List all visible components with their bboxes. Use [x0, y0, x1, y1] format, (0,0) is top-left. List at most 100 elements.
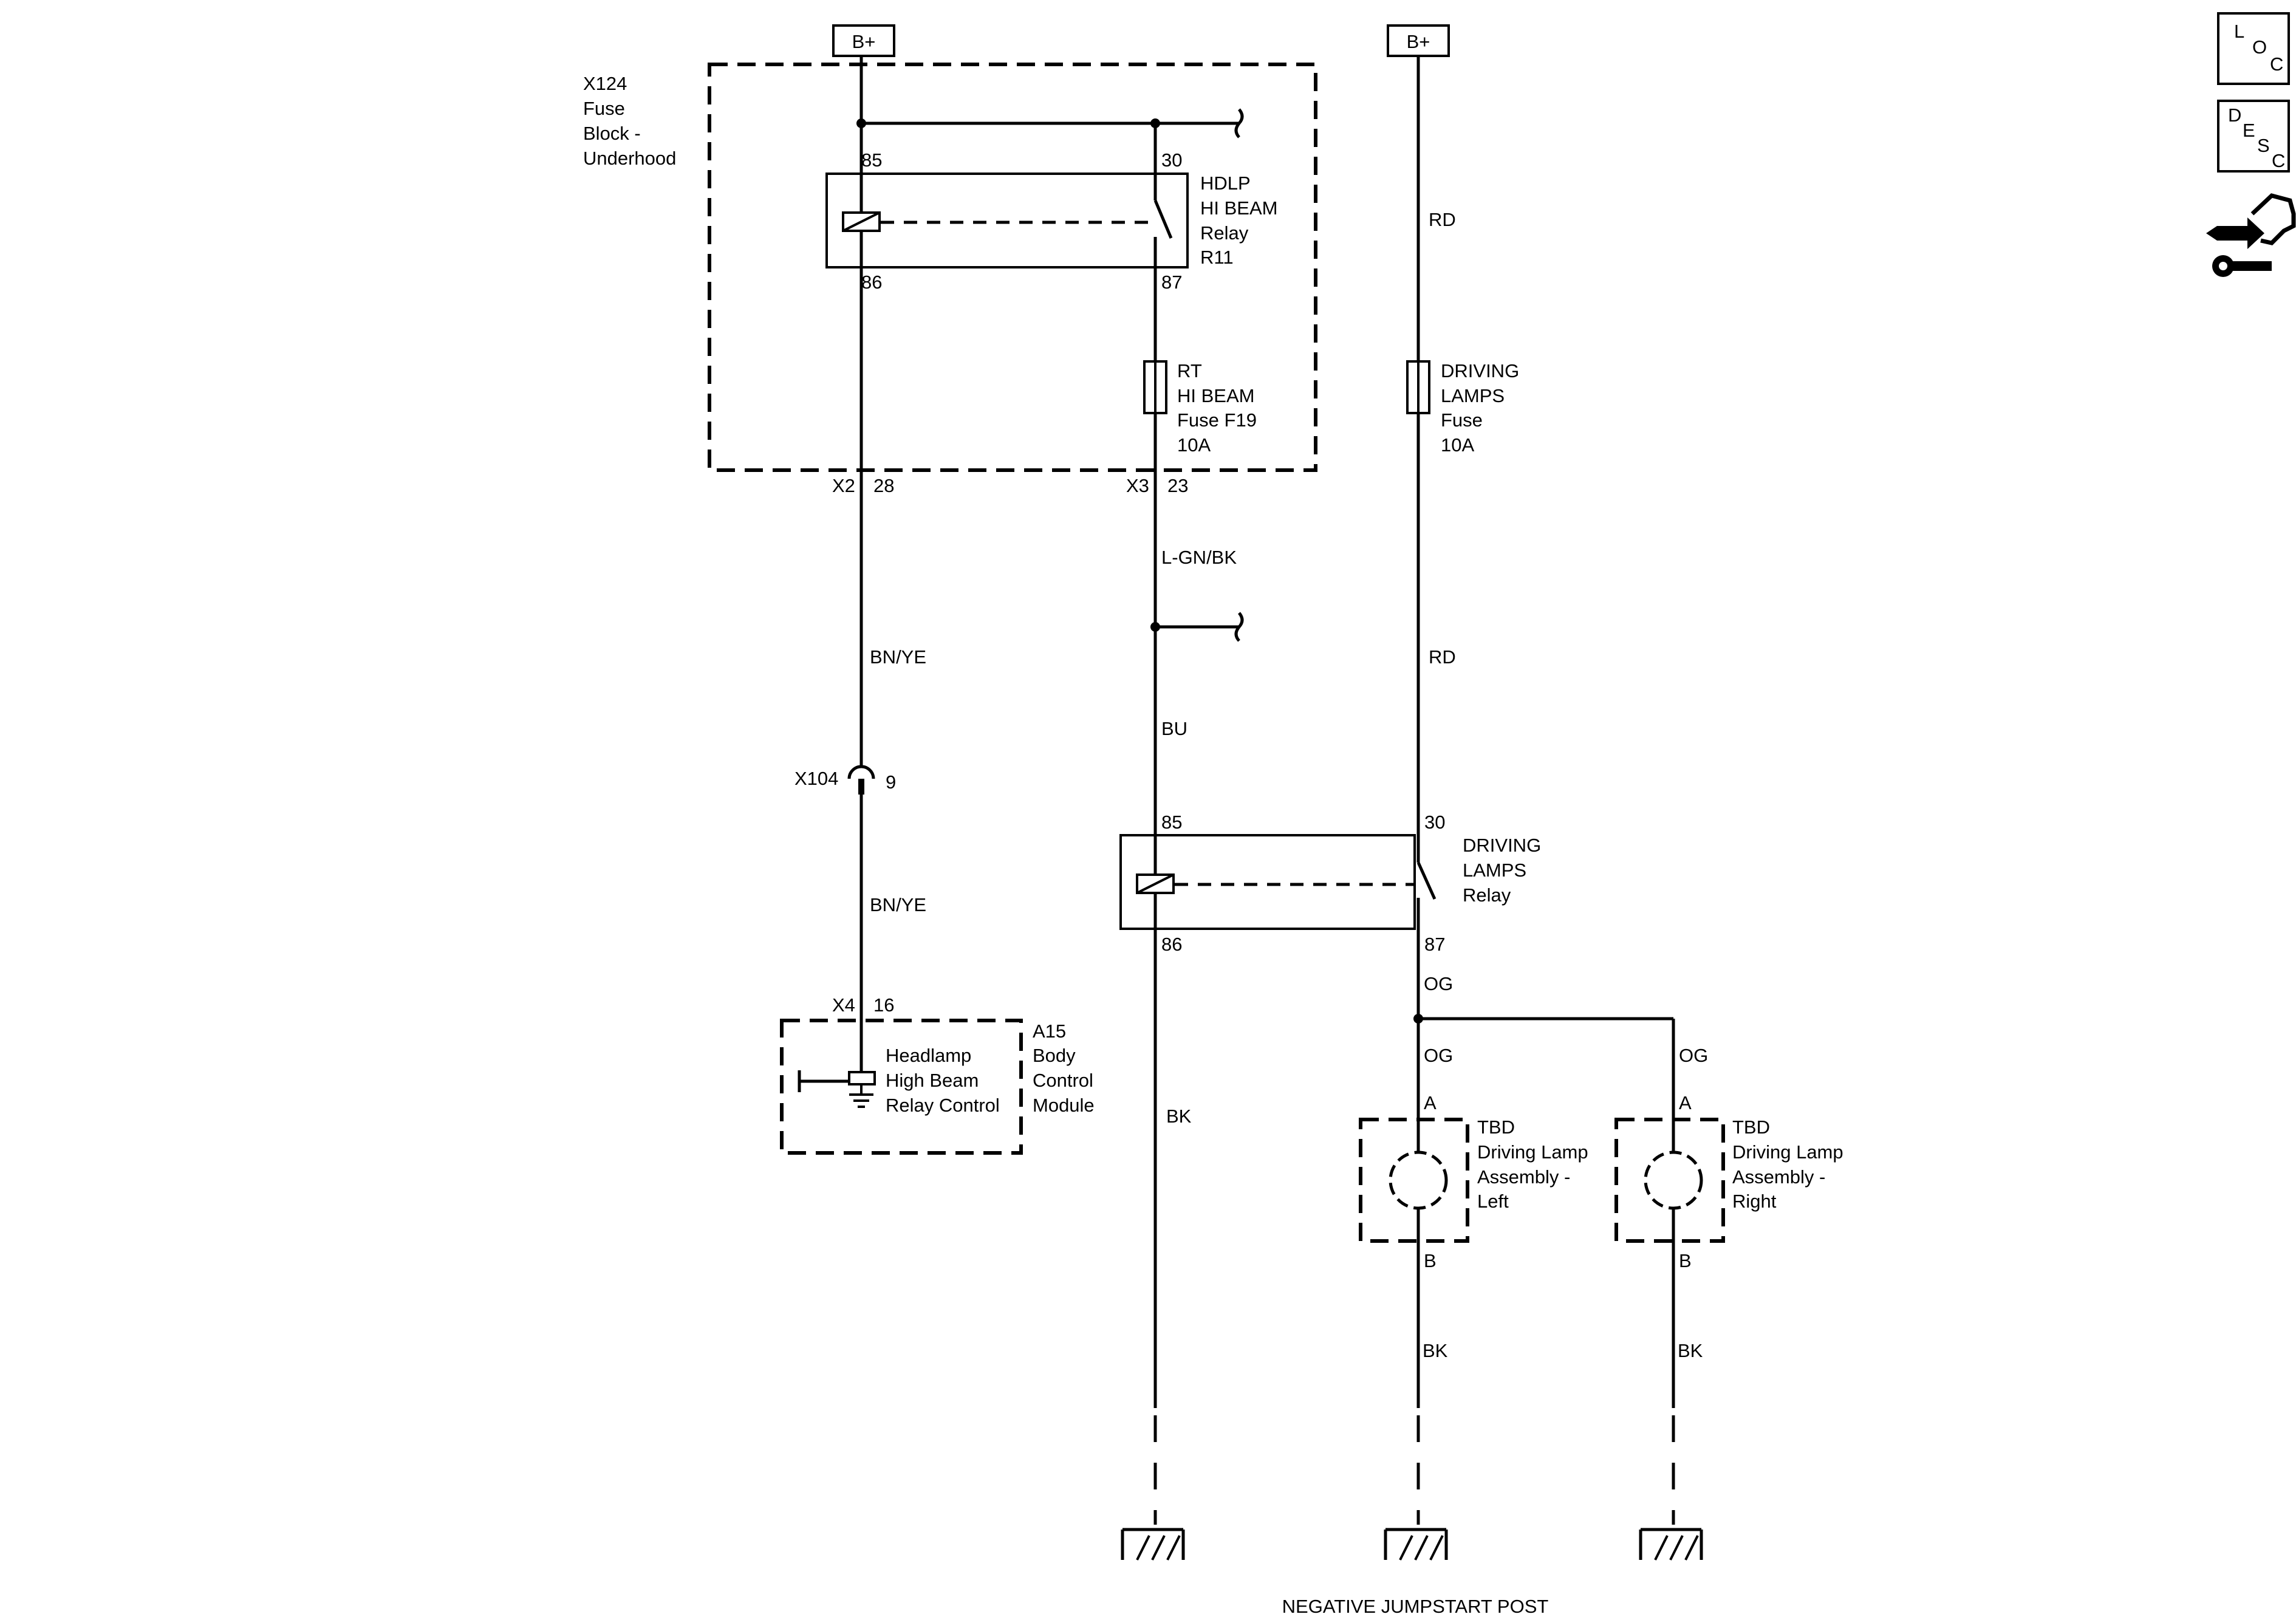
svg-text:Control: Control	[1033, 1070, 1093, 1091]
wire-label: BN/YE	[870, 894, 926, 915]
wire-label: L-GN/BK	[1161, 547, 1237, 568]
svg-text:HI BEAM: HI BEAM	[1200, 197, 1277, 219]
desc-button[interactable]: D E S C	[2217, 100, 2290, 173]
pin-b: B	[1679, 1250, 1692, 1271]
svg-text:C: C	[2272, 150, 2285, 171]
wire-label: OG	[1679, 1045, 1708, 1066]
svg-text:9: 9	[886, 771, 896, 793]
relay-switch-contact	[1416, 861, 1437, 900]
connector-x3: X3	[1126, 475, 1149, 496]
connector-x3-pin: 23	[1167, 475, 1188, 496]
bplus-left-label: B+	[852, 31, 876, 52]
svg-text:Block -: Block -	[583, 123, 641, 144]
bplus-right: B+	[1387, 24, 1450, 57]
svg-text:HI BEAM: HI BEAM	[1177, 385, 1254, 406]
lamp-icon	[1644, 1150, 1703, 1210]
svg-text:Relay: Relay	[1463, 884, 1511, 906]
svg-text:Fuse: Fuse	[583, 98, 625, 119]
relay-label: HDLP	[1200, 173, 1251, 194]
svg-text:D: D	[2228, 104, 2241, 126]
lamp-label: TBD	[1477, 1116, 1515, 1138]
svg-text:Driving Lamp: Driving Lamp	[1732, 1141, 1843, 1163]
bcm-driver-symbol	[848, 1071, 876, 1085]
bplus-right-label: B+	[1407, 31, 1430, 52]
pin-85: 85	[861, 149, 882, 171]
svg-text:Driving Lamp: Driving Lamp	[1477, 1141, 1588, 1163]
pin-30: 30	[1424, 812, 1445, 833]
pin-a: A	[1679, 1092, 1692, 1113]
connector-x4-pin: 16	[873, 994, 894, 1016]
svg-text:X104: X104	[794, 768, 838, 789]
svg-text:Fuse: Fuse	[1441, 409, 1483, 431]
fuse-block-x124-outline	[708, 63, 1317, 472]
pin-a: A	[1424, 1092, 1437, 1113]
svg-text:Assembly -: Assembly -	[1477, 1166, 1570, 1188]
svg-text:Relay Control: Relay Control	[886, 1095, 1000, 1116]
wire-label: BU	[1161, 718, 1187, 739]
splice-dot	[856, 118, 866, 128]
svg-text:Module: Module	[1033, 1095, 1095, 1116]
pin-87: 87	[1424, 934, 1445, 955]
lamp-icon	[1389, 1150, 1448, 1210]
svg-text:C: C	[2270, 53, 2283, 75]
connector-x2: X2	[832, 475, 855, 496]
svg-text:Fuse F19: Fuse F19	[1177, 409, 1257, 431]
svg-text:Right: Right	[1732, 1191, 1777, 1212]
pin-87: 87	[1161, 272, 1182, 293]
connector-repair-icon[interactable]	[2206, 193, 2296, 277]
ground-symbol	[1639, 1415, 1703, 1561]
rt-hi-beam-fuse: RT HI BEAM Fuse F19 10A	[1143, 360, 1257, 456]
pin-85: 85	[1161, 812, 1182, 833]
wire-label: BK	[1423, 1340, 1448, 1361]
svg-text:LAMPS: LAMPS	[1463, 860, 1526, 881]
wire-label: BK	[1166, 1106, 1192, 1127]
wire-label: BK	[1678, 1340, 1703, 1361]
svg-text:Body: Body	[1033, 1045, 1076, 1066]
hdlp-hi-beam-relay: 85 30 86 87 HDLP HI BEAM Relay R11	[825, 149, 1277, 293]
svg-text:Underhood: Underhood	[583, 148, 676, 169]
svg-text:LAMPS: LAMPS	[1441, 385, 1505, 406]
wire-label: RD	[1429, 646, 1456, 668]
wire-label: OG	[1424, 1045, 1453, 1066]
svg-text:L: L	[2234, 21, 2244, 42]
fuse-block-name: X124	[583, 73, 627, 94]
driving-lamp-right: A B TBD Driving Lamp Assembly - Right	[1614, 1092, 1843, 1408]
bcm-circuit-label: Headlamp	[886, 1045, 971, 1066]
svg-text:R11: R11	[1200, 247, 1234, 268]
lamp-label: TBD	[1732, 1116, 1770, 1138]
ground-label: NEGATIVE JUMPSTART POST	[1282, 1596, 1549, 1617]
ground-symbol	[1384, 1415, 1448, 1561]
svg-text:Left: Left	[1477, 1191, 1509, 1212]
inline-connector-x104: X104 9	[794, 765, 896, 795]
relay-switch-contact	[1153, 200, 1173, 239]
driving-lamps-relay: 85 30 86 87 DRIVING LAMPS Relay	[1119, 812, 1541, 955]
bplus-left: B+	[832, 24, 895, 57]
connector-x2-pin: 28	[873, 475, 894, 496]
svg-text:10A: 10A	[1441, 434, 1474, 456]
connector-x4: X4	[832, 994, 855, 1016]
pin-b: B	[1424, 1250, 1437, 1271]
svg-text:O: O	[2252, 36, 2267, 58]
fuse-block-label: X124 Fuse Block - Underhood	[583, 73, 676, 169]
pin-86: 86	[861, 272, 882, 293]
relay-label: DRIVING	[1463, 835, 1541, 856]
svg-text:10A: 10A	[1177, 434, 1211, 456]
fuse-label: DRIVING	[1441, 360, 1519, 381]
wire-label: BN/YE	[870, 646, 926, 668]
loc-button[interactable]: L O C	[2217, 12, 2290, 85]
svg-text:High Beam: High Beam	[886, 1070, 979, 1091]
driving-lamp-left: A B TBD Driving Lamp Assembly - Left	[1359, 1092, 1588, 1408]
wire-label: RD	[1429, 209, 1456, 230]
svg-text:E: E	[2243, 120, 2255, 141]
pin-86: 86	[1161, 934, 1182, 955]
pin-30: 30	[1161, 149, 1182, 171]
fuse-label: RT	[1177, 360, 1202, 381]
ground-symbol	[1121, 1415, 1185, 1561]
bcm-name: A15	[1033, 1020, 1066, 1042]
body-control-module-a15: X4 16 Headlamp High Beam Relay Control A…	[780, 994, 1095, 1155]
svg-text:Relay: Relay	[1200, 222, 1249, 244]
svg-text:Assembly -: Assembly -	[1732, 1166, 1825, 1188]
driving-lamps-fuse: DRIVING LAMPS Fuse 10A	[1406, 360, 1519, 456]
svg-text:S: S	[2257, 135, 2270, 156]
